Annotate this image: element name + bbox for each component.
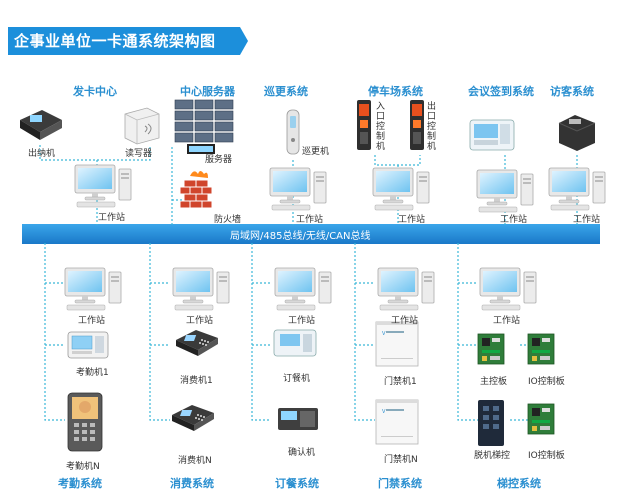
footer-ordering: 订餐系统 xyxy=(275,477,319,490)
workstation-consumption-icon xyxy=(172,267,230,311)
workstation-patrol-icon xyxy=(269,167,327,211)
attendance-1-icon xyxy=(67,331,109,359)
label-confirm-machine: 确认机 xyxy=(288,448,316,458)
footer-consumption: 消费系统 xyxy=(170,477,214,490)
workstation-ordering-icon xyxy=(274,267,332,311)
footer-elevator: 梯控系统 xyxy=(497,477,541,490)
header-server-center: 中心服务器 xyxy=(180,85,235,98)
meeting-terminal-icon xyxy=(469,119,515,151)
pos-1-icon xyxy=(176,330,218,356)
label-workstation-elevator: 工作站 xyxy=(493,316,521,326)
io-board-n-icon xyxy=(527,403,555,435)
main-board-icon xyxy=(477,333,505,365)
label-cashier: 出纳机 xyxy=(28,149,56,159)
label-workstation-card: 工作站 xyxy=(98,213,126,223)
label-pos-1: 消费机1 xyxy=(180,376,213,386)
label-patrol-device: 巡更机 xyxy=(302,147,330,157)
io-board-icon xyxy=(527,333,555,365)
footer-access: 门禁系统 xyxy=(378,477,422,490)
label-firewall: 防火墙 xyxy=(214,215,242,225)
label-exit-control: 出口控制机 xyxy=(427,102,437,152)
workstation-parking-icon xyxy=(372,167,430,211)
header-visitor: 访客系统 xyxy=(550,85,594,98)
header-patrol: 巡更系统 xyxy=(264,85,308,98)
label-main-board: 主控板 xyxy=(480,377,508,387)
label-door-1: 门禁机1 xyxy=(384,377,417,387)
offline-elevator-icon xyxy=(478,400,504,446)
label-workstation-visitor: 工作站 xyxy=(573,215,601,225)
network-bus xyxy=(22,224,600,244)
workstation-meeting-icon xyxy=(476,169,534,213)
header-parking: 停车场系统 xyxy=(368,85,423,98)
bus-label: 局域网/485总线/无线/CAN总线 xyxy=(230,231,371,242)
card-writer-icon xyxy=(124,107,160,145)
attendance-n-icon xyxy=(67,392,103,452)
visitor-printer-icon xyxy=(558,115,596,151)
server-rack-icon xyxy=(174,99,234,154)
firewall-icon xyxy=(179,171,213,209)
label-workstation-meeting: 工作站 xyxy=(500,215,528,225)
label-server: 服务器 xyxy=(205,155,233,165)
workstation-card-center-icon xyxy=(74,164,132,208)
workstation-elevator-icon xyxy=(479,267,537,311)
cashier-device-icon xyxy=(20,110,62,140)
label-pos-n: 消费机N xyxy=(178,456,212,466)
label-attendance-n: 考勤机N xyxy=(66,462,100,472)
patrol-device-icon xyxy=(286,109,300,155)
pos-n-icon xyxy=(172,405,214,431)
label-order-machine: 订餐机 xyxy=(283,374,311,384)
label-workstation-attendance: 工作站 xyxy=(78,316,106,326)
connector-lines xyxy=(39,145,578,421)
page-title: 企事业单位一卡通系统架构图 xyxy=(14,32,216,50)
workstation-access-icon xyxy=(377,267,435,311)
footer-attendance: 考勤系统 xyxy=(58,477,102,490)
header-meeting: 会议签到系统 xyxy=(468,85,534,98)
label-io-board-n: IO控制板 xyxy=(528,451,565,461)
workstation-attendance-icon xyxy=(64,267,122,311)
label-workstation-consumption: 工作站 xyxy=(186,316,214,326)
order-machine-icon xyxy=(273,329,317,357)
label-workstation-ordering: 工作站 xyxy=(288,316,316,326)
exit-control-icon xyxy=(410,100,424,150)
label-workstation-patrol: 工作站 xyxy=(296,215,324,225)
confirm-machine-icon xyxy=(278,408,318,430)
label-door-n: 门禁机N xyxy=(384,455,418,465)
label-entry-control: 入口控制机 xyxy=(376,102,386,152)
door-n-icon xyxy=(375,399,419,445)
label-workstation-access: 工作站 xyxy=(391,316,419,326)
label-card-writer: 读写器 xyxy=(125,149,153,159)
header-card-center: 发卡中心 xyxy=(73,85,117,98)
label-attendance-1: 考勤机1 xyxy=(76,368,109,378)
label-workstation-parking: 工作站 xyxy=(398,215,426,225)
title-banner xyxy=(8,27,248,55)
label-offline-ctrl: 脱机梯控 xyxy=(474,451,511,461)
label-io-board: IO控制板 xyxy=(528,377,565,387)
door-1-icon xyxy=(375,321,419,367)
entry-control-icon xyxy=(357,100,371,150)
